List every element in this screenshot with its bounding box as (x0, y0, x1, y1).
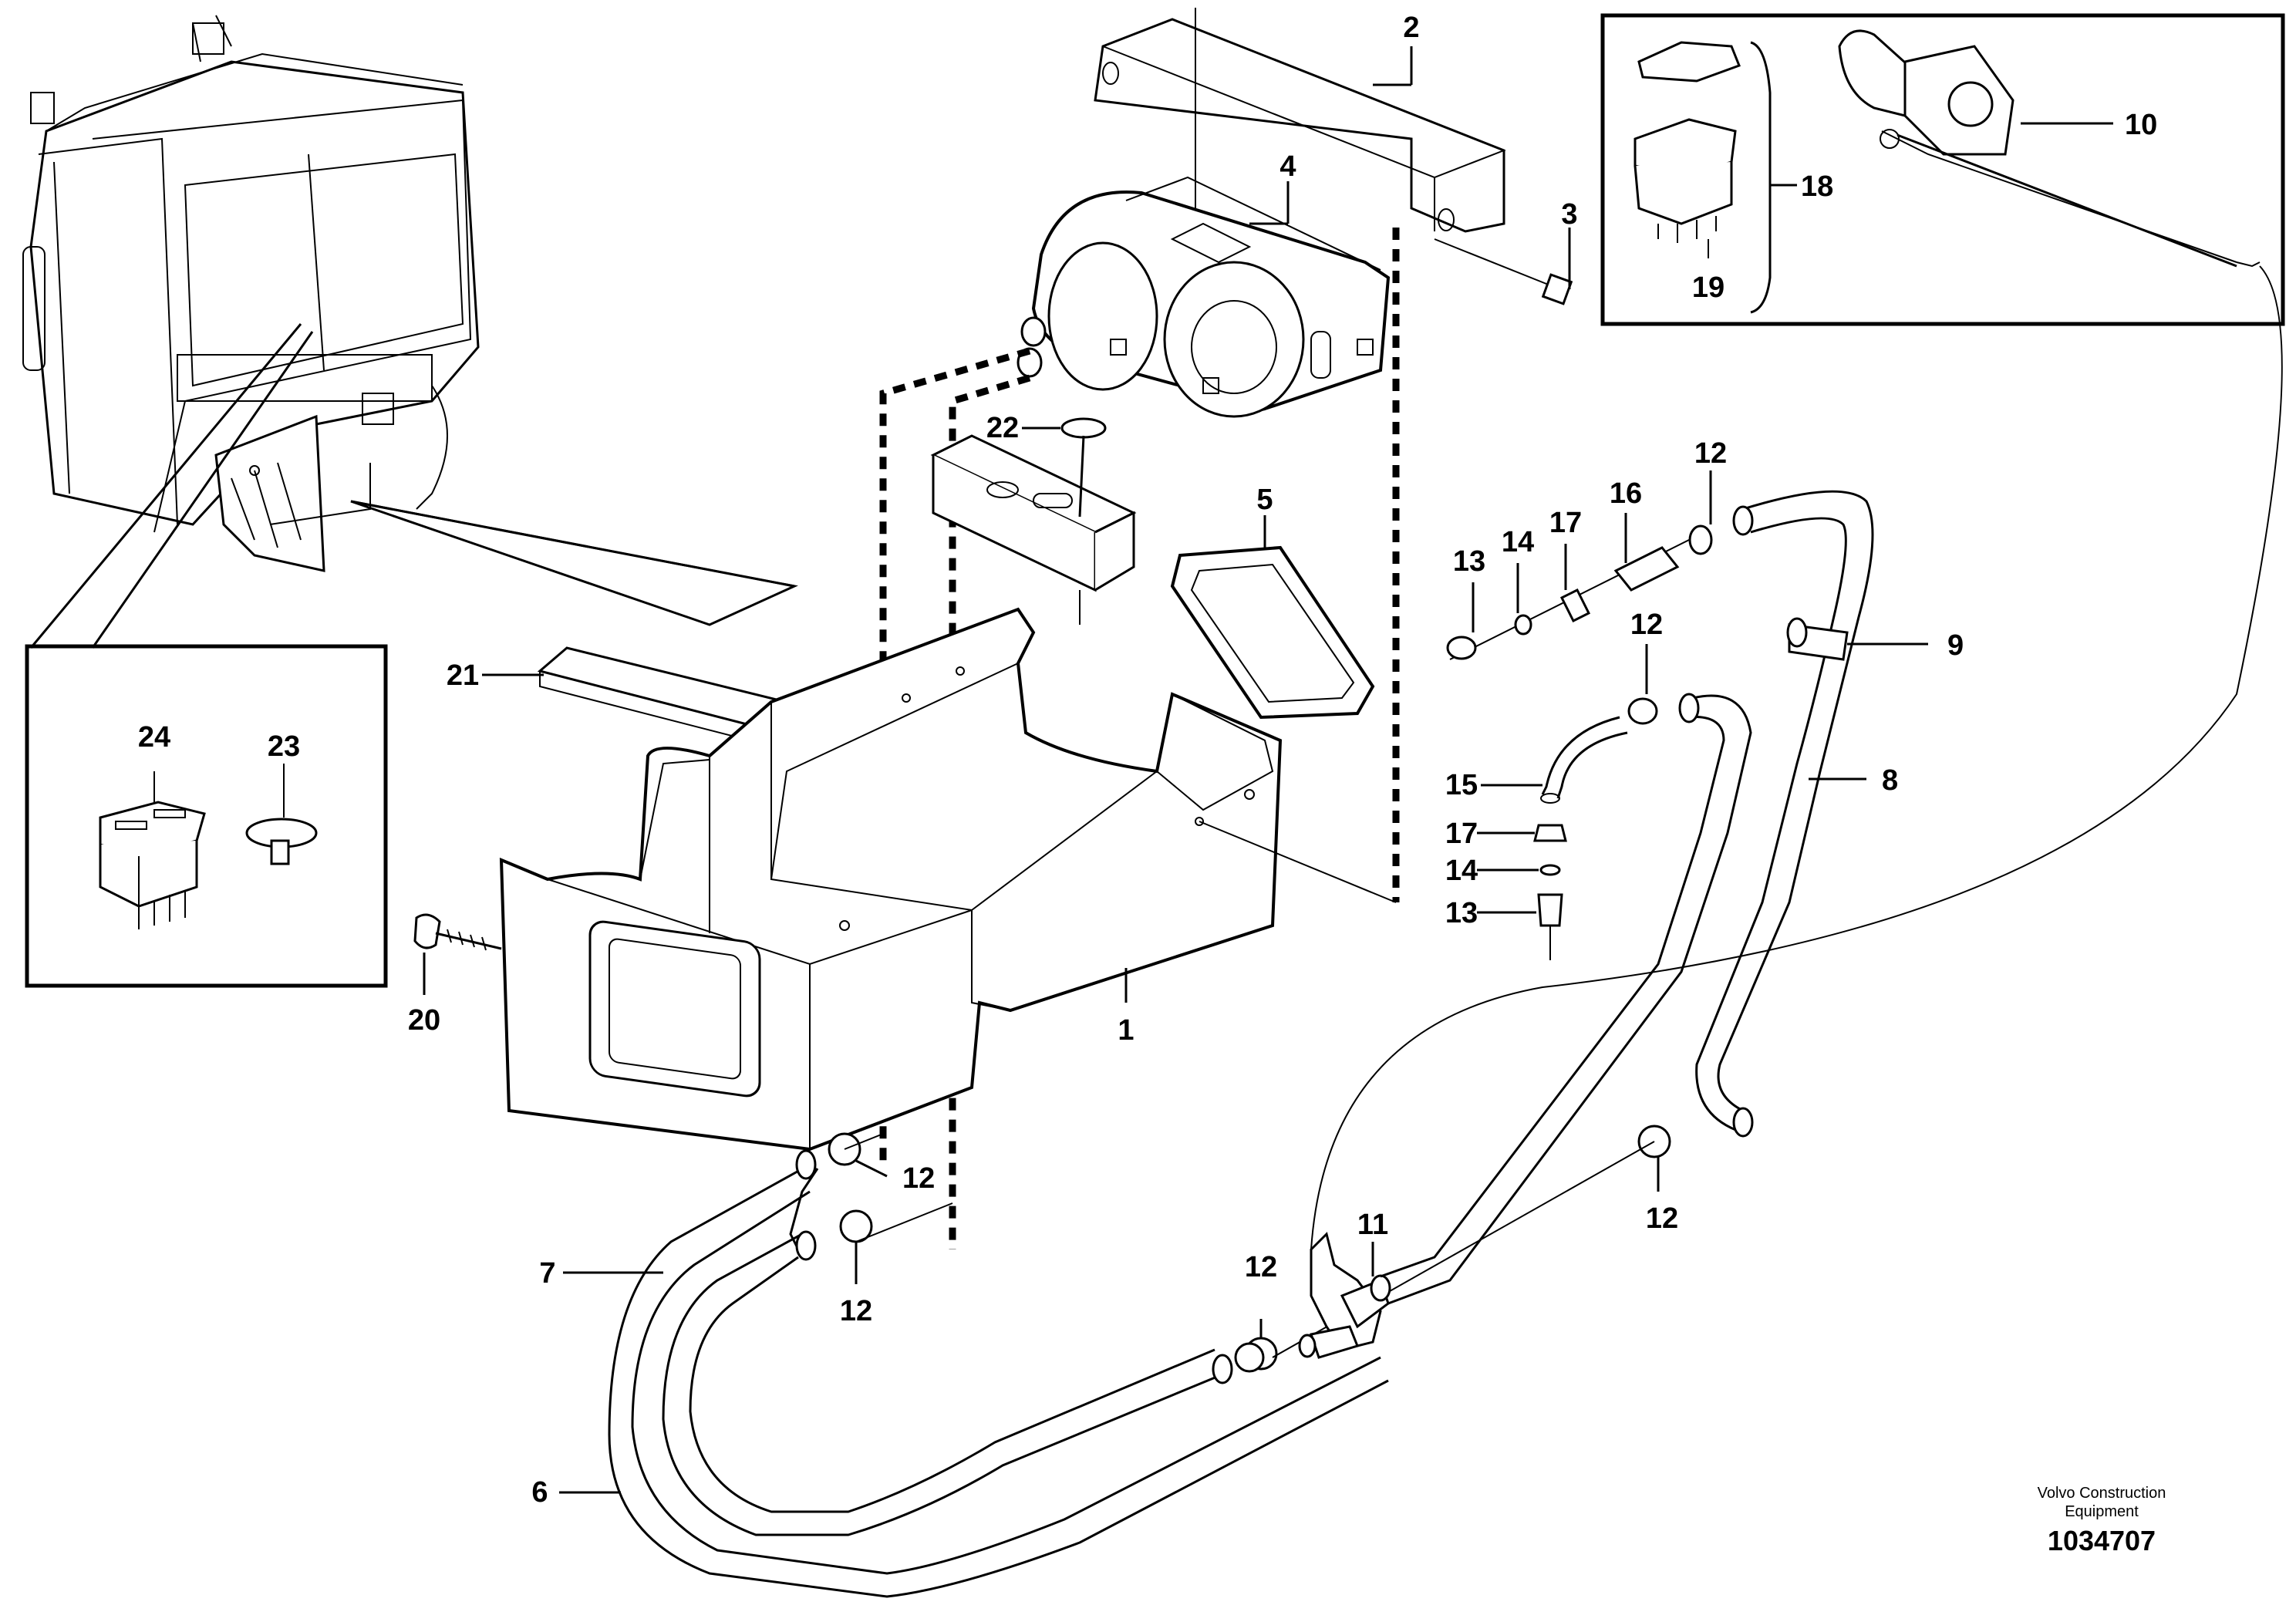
callout-3: 3 (1561, 198, 1577, 231)
brand-line-1: Volvo Construction (2038, 1485, 2166, 1502)
callout-7: 7 (539, 1257, 555, 1290)
bracket-2 (1094, 8, 1506, 233)
callout-5: 5 (1256, 484, 1273, 516)
control-cable (1310, 265, 2283, 1250)
screw-20 (413, 913, 502, 951)
insulation-pad-22 (930, 434, 1137, 625)
callout-12a: 12 (902, 1162, 935, 1195)
screw-22 (1060, 417, 1107, 518)
cab-detail-leaders (29, 323, 798, 649)
callout-15: 15 (1445, 769, 1478, 801)
drawing-number: 1034707 (2048, 1525, 2156, 1556)
fitting-set-lower (1533, 824, 1567, 960)
rocker-switch-24 (99, 801, 206, 929)
footer-block: Volvo Construction Equipment 1034707 (2038, 1485, 2166, 1556)
callout-22: 22 (986, 412, 1019, 444)
hose-clamp-valve (1234, 1342, 1265, 1373)
callout-16: 16 (1610, 477, 1642, 510)
hose-mid (1380, 693, 1752, 1305)
callout-8: 8 (1882, 764, 1898, 797)
hose-clamp (828, 1125, 1671, 1371)
bolt-3 (1434, 238, 1573, 305)
heater-housing-1 (499, 607, 1397, 1152)
callout-12e: 12 (1694, 437, 1727, 470)
fitting-set-upper (1446, 524, 1713, 660)
callout-12d: 12 (1646, 1202, 1678, 1235)
water-valve-11 (1298, 1232, 1391, 1359)
rocker-switch-19 (1633, 118, 1737, 243)
gasket-5 (1170, 545, 1375, 720)
hose-8 (1695, 490, 1874, 1138)
callout-14b: 14 (1445, 855, 1478, 887)
callout-4: 4 (1279, 150, 1296, 183)
cab-overview-illustration (22, 15, 480, 572)
valve-actuator-10 (1838, 29, 2261, 268)
switch-cap-18 (1637, 41, 1741, 83)
alignment-dashes (879, 228, 1400, 1249)
callout-13b: 13 (1445, 897, 1478, 929)
callout-12f: 12 (1630, 609, 1663, 641)
inset-valve-control: 10 18 19 (1600, 13, 2285, 326)
hose-bracket-9 (1786, 617, 1849, 661)
callout-12c: 12 (1245, 1251, 1277, 1283)
hose-ends-left (795, 1149, 1233, 1384)
callout-11: 11 (1357, 1209, 1388, 1241)
callout-18: 18 (1801, 170, 1833, 203)
hose-6 (608, 1163, 1389, 1598)
callout-1: 1 (1118, 1014, 1134, 1047)
callout-17b: 17 (1445, 818, 1478, 850)
callout-13a: 13 (1453, 545, 1485, 578)
callout-19: 19 (1692, 271, 1725, 304)
callout-14a: 14 (1502, 526, 1534, 558)
callout-17a: 17 (1549, 507, 1582, 539)
blanking-plug-23 (245, 818, 318, 865)
callout-21: 21 (447, 659, 479, 692)
fitting-15-elbow (1540, 697, 1658, 804)
callout-12b: 12 (840, 1295, 872, 1327)
callout-2: 2 (1403, 12, 1419, 44)
callout-23: 23 (268, 730, 300, 763)
heater-unit-4 (1017, 176, 1391, 418)
callout-6: 6 (531, 1476, 548, 1509)
callout-9: 9 (1947, 629, 1964, 662)
callout-24: 24 (138, 721, 170, 754)
brand-line-2: Equipment (2065, 1503, 2139, 1520)
callout-20: 20 (408, 1004, 440, 1037)
inset-switch-panel: 24 23 (25, 644, 388, 988)
callout-10: 10 (2125, 109, 2157, 141)
